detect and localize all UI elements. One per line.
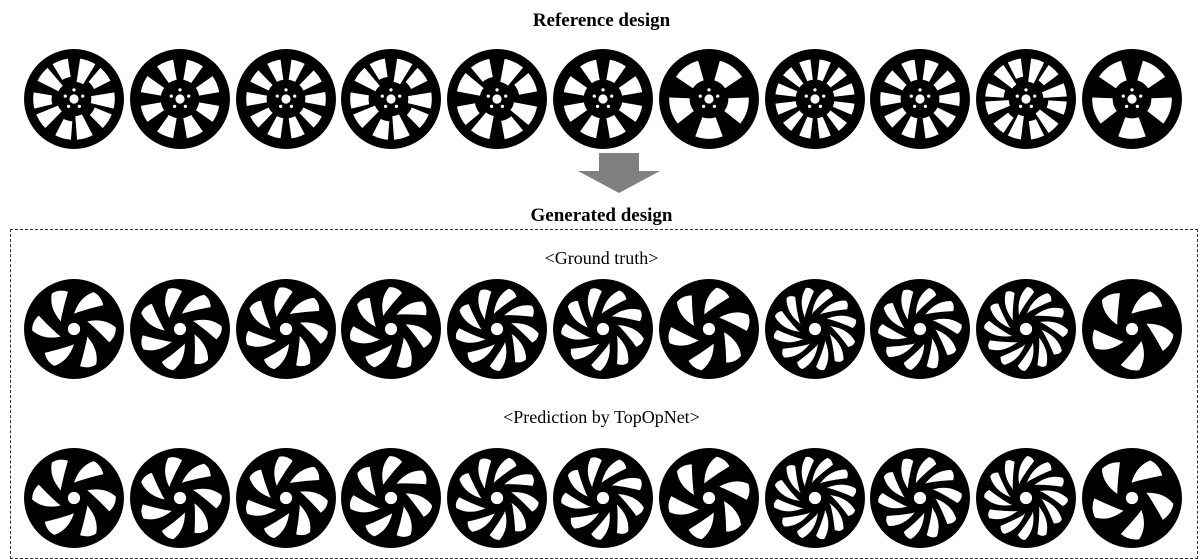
ground-truth-wheel-image-7 [658,278,760,380]
reference-wheel-image-11 [1081,48,1183,150]
ground-truth-wheel-image-4 [340,278,442,380]
ground-truth-wheel-image-9 [869,278,971,380]
ground-truth-wheel-image-6 [552,278,654,380]
reference-wheel-image-2 [129,48,231,150]
reference-wheel-row [23,47,1183,151]
prediction-wheel-image-6 [552,447,654,549]
ground-truth-wheel-image-10 [975,278,1077,380]
prediction-wheel-image-5 [446,447,548,549]
prediction-wheel-image-2 [129,447,231,549]
prediction-wheel-row [23,446,1183,550]
prediction-wheel-image-3 [235,447,337,549]
prediction-wheel-image-7 [658,447,760,549]
reference-wheel-image-8 [764,48,866,150]
prediction-wheel-image-10 [975,447,1077,549]
ground-truth-wheel-image-1 [23,278,125,380]
reference-wheel-image-5 [446,48,548,150]
reference-wheel-image-4 [340,48,442,150]
reference-wheel-image-9 [869,48,971,150]
down-arrow-icon [578,153,660,193]
ground-truth-wheel-image-5 [446,278,548,380]
generated-design-title: Generated design [0,205,1203,227]
prediction-wheel-image-1 [23,447,125,549]
ground-truth-label: <Ground truth> [0,248,1203,268]
prediction-wheel-image-11 [1081,447,1183,549]
ground-truth-wheel-image-3 [235,278,337,380]
reference-wheel-image-1 [23,48,125,150]
reference-wheel-image-3 [235,48,337,150]
ground-truth-wheel-image-8 [764,278,866,380]
prediction-label: <Prediction by TopOpNet> [0,407,1203,427]
prediction-wheel-image-9 [869,447,971,549]
ground-truth-wheel-image-11 [1081,278,1183,380]
prediction-wheel-image-4 [340,447,442,549]
reference-wheel-image-7 [658,48,760,150]
reference-wheel-image-10 [975,48,1077,150]
reference-wheel-image-6 [552,48,654,150]
ground-truth-wheel-row [23,277,1183,381]
reference-design-title: Reference design [0,10,1203,32]
ground-truth-wheel-image-2 [129,278,231,380]
prediction-wheel-image-8 [764,447,866,549]
